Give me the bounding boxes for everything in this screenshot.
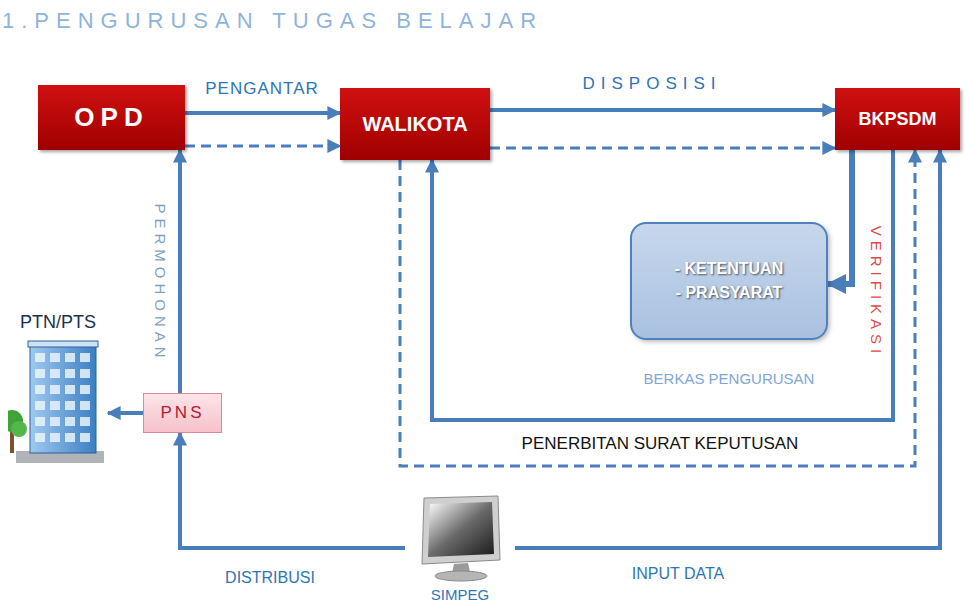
edge-label: INPUT DATA [632, 565, 724, 583]
flow-arrow [178, 150, 182, 393]
dashed-arrow [185, 145, 340, 148]
process-box: WALIKOTA [340, 88, 490, 160]
edge-label: DISTRIBUSI [225, 569, 315, 587]
dashed-arrow [400, 150, 915, 466]
edge-label: PENERBITAN SURAT KEPUTUSAN [519, 434, 802, 454]
diagram-title: 1.PENGURUSAN TUGAS BELAJAR [2, 8, 543, 34]
list-item: - PRASYARAT [676, 281, 783, 305]
flow-arrow [828, 150, 852, 284]
process-box: OPD [38, 85, 185, 150]
flow-arrow [515, 150, 940, 548]
node-label: BKPSDM [858, 109, 936, 130]
edge-label: DISPOSISI [582, 74, 721, 94]
institution-icon: PTN/PTS [8, 312, 108, 470]
edge-label: PERMOHONAN [152, 203, 169, 362]
node-label: PNS [161, 403, 205, 423]
flow-arrow [180, 433, 405, 548]
edge-label: PENGANTAR [205, 79, 319, 99]
box-caption: BERKAS PENGURUSAN [644, 370, 815, 387]
flow-arrow [185, 111, 340, 115]
node-label: OPD [74, 102, 148, 133]
dashed-arrow [490, 147, 835, 150]
document-box: - KETENTUAN- PRASYARATBERKAS PENGURUSAN [630, 222, 828, 340]
system-icon: SIMPEG [405, 494, 515, 606]
list-item: - KETENTUAN [675, 257, 783, 281]
node-label: PTN/PTS [20, 312, 96, 333]
node-label: WALIKOTA [362, 113, 467, 136]
building-icon [8, 339, 108, 467]
flow-arrow [108, 411, 143, 415]
flow-arrow [432, 150, 893, 420]
actor-box: PNS [143, 393, 222, 433]
process-box: BKPSDM [835, 88, 960, 150]
edge-label: VERIFIKASI [868, 226, 885, 359]
monitor-icon [410, 494, 510, 582]
flow-arrow [490, 108, 835, 112]
node-label: SIMPEG [431, 586, 489, 603]
